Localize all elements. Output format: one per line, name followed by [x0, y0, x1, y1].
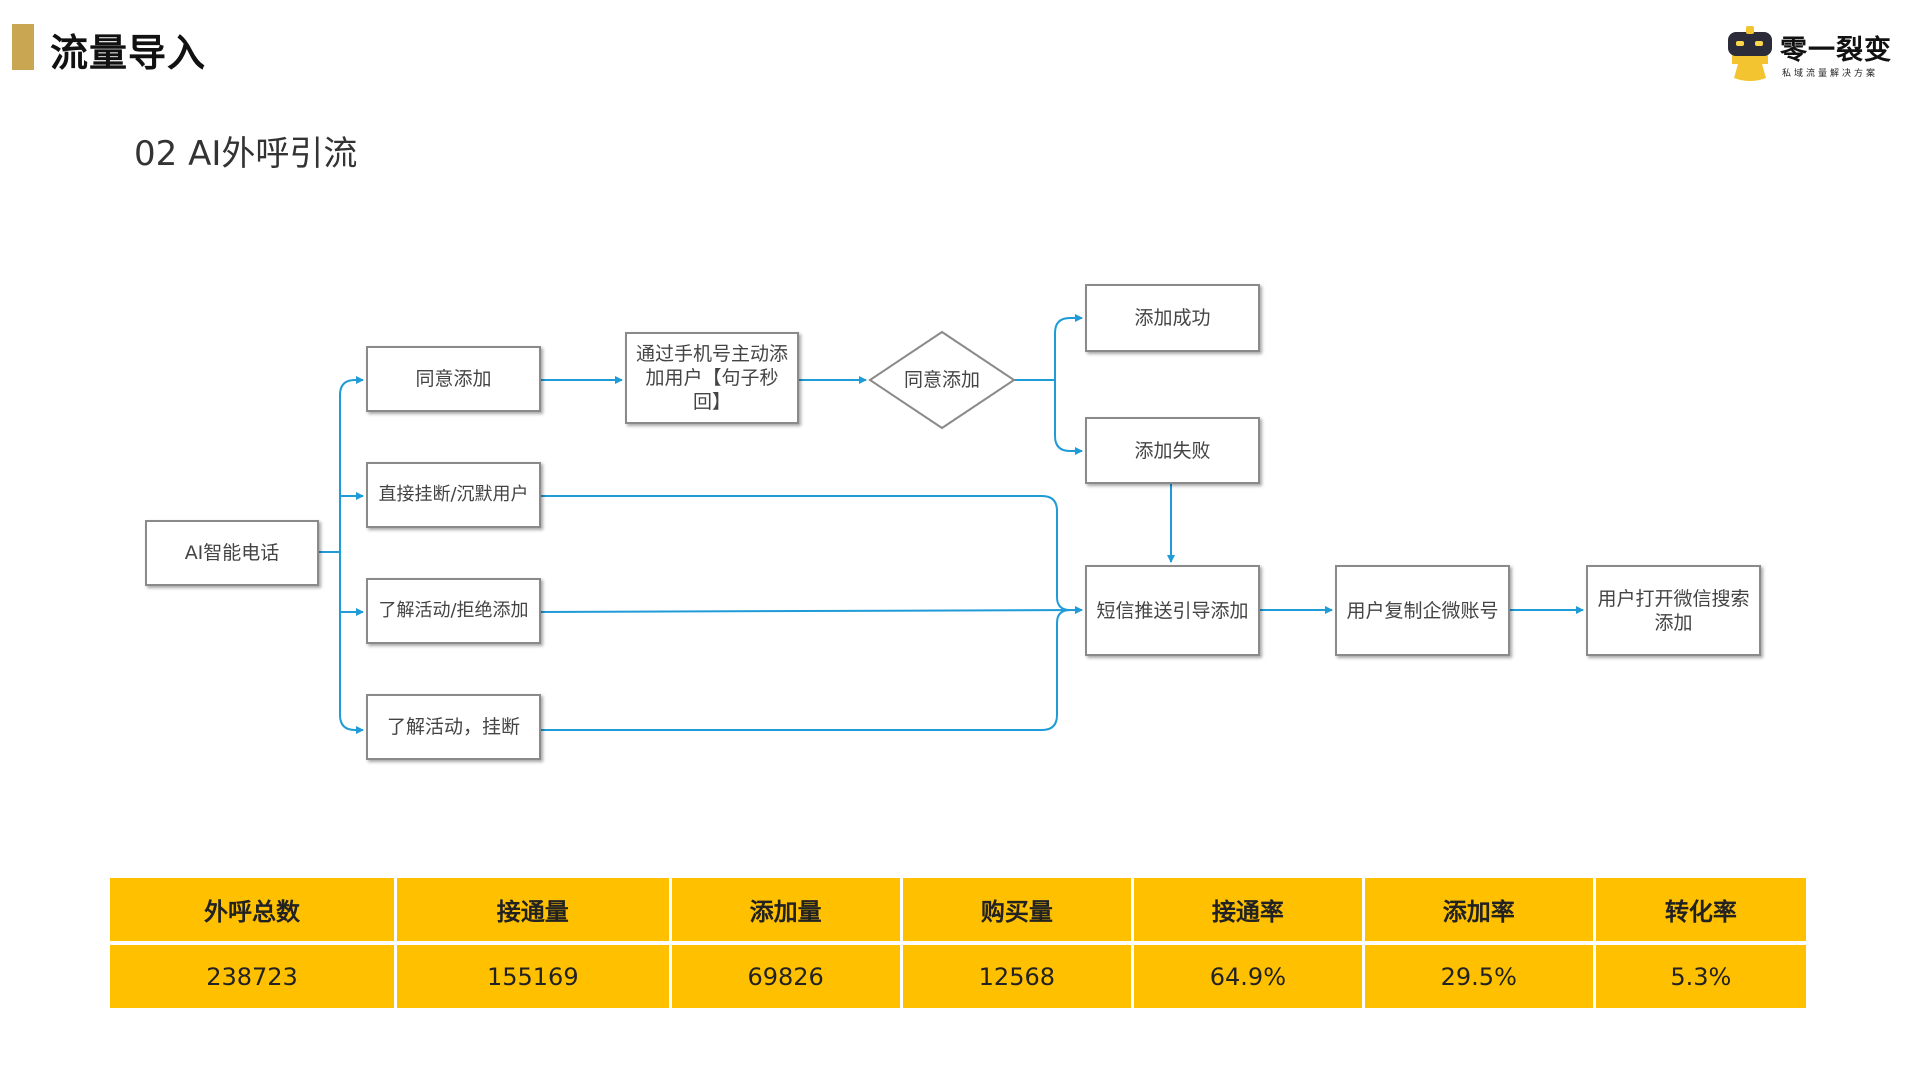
- header-connected: 接通量: [397, 878, 672, 945]
- header-purchased: 购买量: [902, 878, 1134, 945]
- cell-added: 69826: [671, 945, 903, 1008]
- brand-logo: 零一裂变 私域流量解决方案: [1722, 24, 1902, 86]
- table-row: 238723 155169 69826 12568 64.9% 29.5% 5.…: [110, 945, 1806, 1008]
- header-total-calls: 外呼总数: [110, 878, 397, 945]
- cell-connect-rate: 64.9%: [1133, 945, 1365, 1008]
- title-accent-bar: [12, 24, 34, 70]
- node-add-success: 添加成功: [1085, 284, 1260, 352]
- connector-to-fail: [1054, 380, 1083, 455]
- section-subtitle: 02 AI外呼引流: [134, 134, 358, 174]
- cell-total-calls: 238723: [110, 945, 397, 1008]
- connector-split-trunk: [339, 379, 356, 731]
- stats-table: 外呼总数 接通量 添加量 购买量 接通率 添加率 转化率 238723 1551…: [110, 878, 1806, 1008]
- connector-learnhangup-to-sms: [540, 609, 1071, 731]
- node-ai-call: AI智能电话: [145, 520, 319, 586]
- robot-mascot-icon: [1728, 26, 1772, 81]
- cell-connected: 155169: [397, 945, 672, 1008]
- brand-tagline: 私域流量解决方案: [1782, 69, 1879, 79]
- page-title: 流量导入: [50, 31, 207, 75]
- node-wechat-search: 用户打开微信搜索添加: [1586, 565, 1761, 656]
- header-add-rate: 添加率: [1364, 878, 1596, 945]
- connector-hangup-to-sms: [540, 495, 1071, 611]
- node-learn-hangup: 了解活动，挂断: [366, 694, 541, 760]
- node-hangup-silent: 直接挂断/沉默用户: [366, 462, 541, 528]
- table-header-row: 外呼总数 接通量 添加量 购买量 接通率 添加率 转化率: [110, 878, 1806, 945]
- node-sms-guide: 短信推送引导添加: [1085, 565, 1260, 656]
- header-conversion-rate: 转化率: [1595, 878, 1806, 945]
- node-add-fail: 添加失败: [1085, 417, 1260, 484]
- cell-purchased: 12568: [902, 945, 1134, 1008]
- decision-diamond-shape: [868, 330, 1016, 430]
- cell-add-rate: 29.5%: [1364, 945, 1596, 1008]
- node-phone-add: 通过手机号主动添加用户【句子秒回】: [625, 332, 799, 424]
- header-added: 添加量: [671, 878, 903, 945]
- connector-reject-to-sms: [539, 606, 1083, 615]
- brand-name: 零一裂变: [1780, 35, 1892, 66]
- cell-conversion-rate: 5.3%: [1595, 945, 1806, 1008]
- node-copy-account: 用户复制企微账号: [1335, 565, 1510, 656]
- header-connect-rate: 接通率: [1133, 878, 1365, 945]
- node-learn-reject: 了解活动/拒绝添加: [366, 578, 541, 644]
- node-decision-agree: 同意添加: [903, 369, 980, 391]
- node-agree-add: 同意添加: [366, 346, 541, 412]
- connector-to-success: [1054, 314, 1083, 380]
